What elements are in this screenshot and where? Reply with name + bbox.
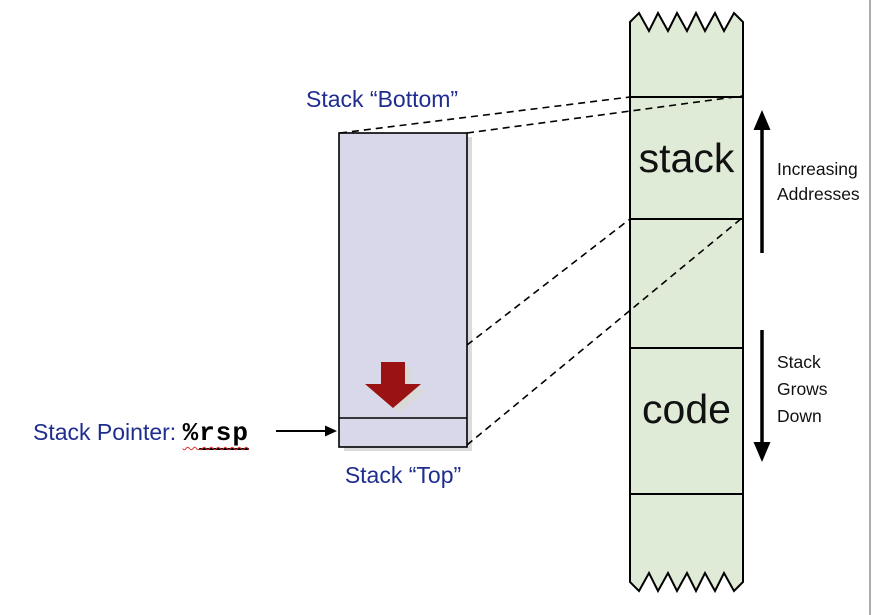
increasing-addresses-label: Increasing Addresses bbox=[777, 157, 860, 207]
increasing-addresses-line2: Addresses bbox=[777, 184, 860, 204]
stack-grows-down-label: Stack Grows Down bbox=[777, 349, 828, 430]
mapping-dashed-line-bottom-left bbox=[466, 218, 631, 346]
stack-grows-down-line3: Down bbox=[777, 406, 822, 426]
code-region-label: code bbox=[642, 385, 731, 432]
stack-grows-down-red-arrow-icon bbox=[365, 362, 421, 408]
rsp-register: %rsp bbox=[183, 418, 249, 450]
stack-pointer-text: Stack Pointer: bbox=[33, 419, 183, 445]
increasing-addresses-arrow-icon bbox=[753, 110, 771, 253]
stack-pointer-label: Stack Pointer: %rsp bbox=[33, 418, 249, 450]
rsp-pointer-arrow-icon bbox=[276, 425, 337, 437]
rsp-percent: % bbox=[182, 418, 200, 448]
stack-top-label: Stack “Top” bbox=[344, 462, 462, 488]
mapping-dashed-line-top-right bbox=[466, 95, 743, 134]
slide-right-border bbox=[869, 0, 871, 615]
rsp-name: rsp bbox=[199, 418, 249, 450]
stack-grows-down-arrow-icon bbox=[753, 330, 771, 462]
stack-region-label: stack bbox=[638, 134, 735, 181]
stack-grows-down-line1: Stack bbox=[777, 352, 821, 372]
mapping-dashed-line-top-left bbox=[339, 96, 631, 134]
increasing-addresses-line1: Increasing bbox=[777, 159, 858, 179]
memory-column bbox=[629, 10, 744, 594]
stack-bottom-label: Stack “Bottom” bbox=[306, 86, 459, 112]
stack-grows-down-line2: Grows bbox=[777, 379, 828, 399]
